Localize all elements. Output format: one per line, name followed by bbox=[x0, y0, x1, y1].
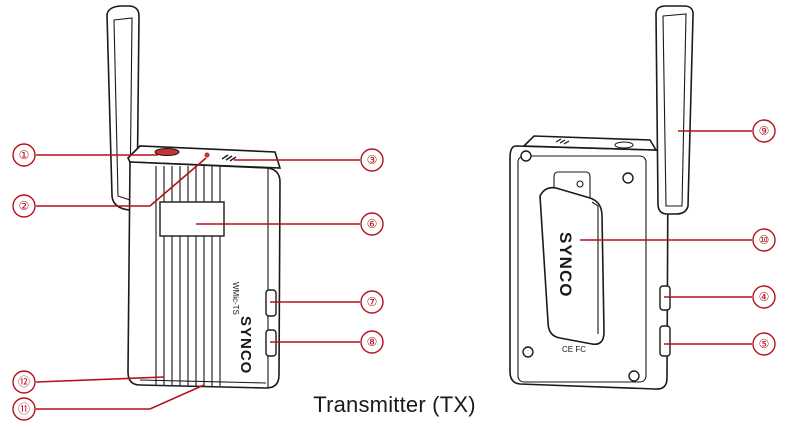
screw-bottom-left bbox=[522, 346, 534, 358]
callout-11: ⑪ bbox=[12, 397, 36, 421]
side-button-upper bbox=[265, 289, 277, 317]
back-antenna bbox=[655, 5, 694, 215]
callout-9: ⑨ bbox=[752, 119, 776, 143]
mic-port bbox=[221, 154, 237, 162]
callout-12: ⑫ bbox=[12, 370, 36, 394]
svg-text:④: ④ bbox=[759, 290, 770, 304]
belt-clip bbox=[539, 186, 605, 346]
side-button-lower bbox=[265, 329, 277, 357]
front-view: WMic-TS SYNCO bbox=[106, 5, 282, 389]
back-side-button-lower bbox=[659, 325, 671, 357]
callout-2: ② bbox=[12, 194, 36, 218]
callout-10: ⑩ bbox=[752, 228, 776, 252]
callouts: ① ② ③ ⑥ ⑦ ⑧ ⑫ ⑪ bbox=[12, 119, 776, 421]
svg-text:⑩: ⑩ bbox=[759, 233, 770, 247]
callout-1: ① bbox=[12, 143, 36, 167]
svg-text:⑫: ⑫ bbox=[18, 375, 30, 389]
indicator-light bbox=[204, 152, 210, 158]
svg-text:⑧: ⑧ bbox=[367, 335, 378, 349]
leader-lines bbox=[35, 130, 752, 410]
compliance-marks: CE FC bbox=[562, 345, 586, 354]
callout-5: ⑤ bbox=[752, 332, 776, 356]
figure-caption: Transmitter (TX) bbox=[313, 392, 476, 417]
svg-text:⑨: ⑨ bbox=[759, 124, 770, 138]
callout-3: ③ bbox=[360, 148, 384, 172]
display-screen bbox=[159, 201, 225, 237]
svg-text:⑦: ⑦ bbox=[367, 295, 378, 309]
screw-bottom-right bbox=[628, 370, 640, 382]
screw-top-left bbox=[520, 150, 532, 162]
brand-label: SYNCO bbox=[237, 316, 254, 374]
clip-brand-label: SYNCO bbox=[556, 232, 575, 297]
svg-text:③: ③ bbox=[367, 153, 378, 167]
back-side-button-upper bbox=[659, 285, 671, 311]
callout-4: ④ bbox=[752, 285, 776, 309]
svg-text:⑥: ⑥ bbox=[367, 217, 378, 231]
callout-8: ⑧ bbox=[360, 330, 384, 354]
svg-text:①: ① bbox=[19, 148, 30, 162]
svg-text:⑤: ⑤ bbox=[759, 337, 770, 351]
back-view: SYNCO CE FC bbox=[509, 5, 694, 390]
screw-top-right bbox=[622, 172, 634, 184]
callout-6: ⑥ bbox=[360, 212, 384, 236]
model-label: WMic-TS bbox=[231, 282, 240, 315]
power-button bbox=[154, 148, 180, 156]
svg-text:②: ② bbox=[19, 199, 30, 213]
svg-text:⑪: ⑪ bbox=[18, 402, 30, 416]
callout-7: ⑦ bbox=[360, 290, 384, 314]
